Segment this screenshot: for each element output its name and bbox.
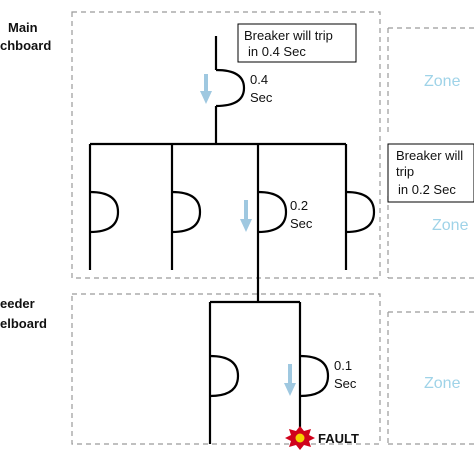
feeder-breaker-time-unit: Sec	[334, 376, 357, 391]
main-switchboard-label-line2: chboard	[0, 38, 51, 53]
branch1-breaker-symbol	[89, 190, 120, 234]
main-switchboard-label-line1: Main	[8, 20, 38, 35]
branch4-breaker-symbol	[345, 190, 376, 234]
feeder-panelboard-zone-boundary	[71, 293, 381, 445]
branch3-breaker-symbol	[257, 190, 288, 234]
fault-burst-icon	[285, 426, 315, 450]
fault-label: FAULT	[318, 431, 359, 446]
main-breaker-time-value: 0.4	[250, 72, 268, 87]
zone1-label: Zone	[424, 73, 461, 90]
main-breaker-callout	[237, 23, 357, 63]
branch-trip-arrow-head	[240, 219, 252, 232]
zone3-label: Zone	[424, 375, 461, 392]
feeder-breaker-time-value: 0.1	[334, 358, 352, 373]
main-breaker-time-unit: Sec	[250, 90, 273, 105]
branch-callout-line3: in 0.2 Sec	[398, 182, 456, 197]
feeder-panelboard-label-line1: eeder	[0, 296, 35, 311]
branch-callout-line1: Breaker will	[396, 148, 463, 163]
branch-breaker-time-value: 0.2	[290, 198, 308, 213]
main-trip-arrow-head	[200, 91, 212, 104]
feeder-right-breaker-symbol	[299, 354, 330, 398]
main-switchboard-zone-boundary	[71, 11, 381, 279]
zone2-label: Zone	[432, 217, 469, 234]
feeder-trip-arrow-head	[284, 383, 296, 396]
feeder-panelboard-label-line2: elboard	[0, 316, 47, 331]
branch-breaker-time-unit: Sec	[290, 216, 313, 231]
branch2-breaker-symbol	[171, 190, 202, 234]
main-callout-line1: Breaker will trip	[244, 28, 333, 43]
main-callout-line2: in 0.4 Sec	[248, 44, 306, 59]
feeder-left-breaker-symbol	[209, 354, 240, 398]
branch-breaker-callout	[387, 143, 474, 203]
branch-callout-line2: trip	[396, 164, 414, 179]
main-breaker-symbol	[215, 68, 246, 108]
